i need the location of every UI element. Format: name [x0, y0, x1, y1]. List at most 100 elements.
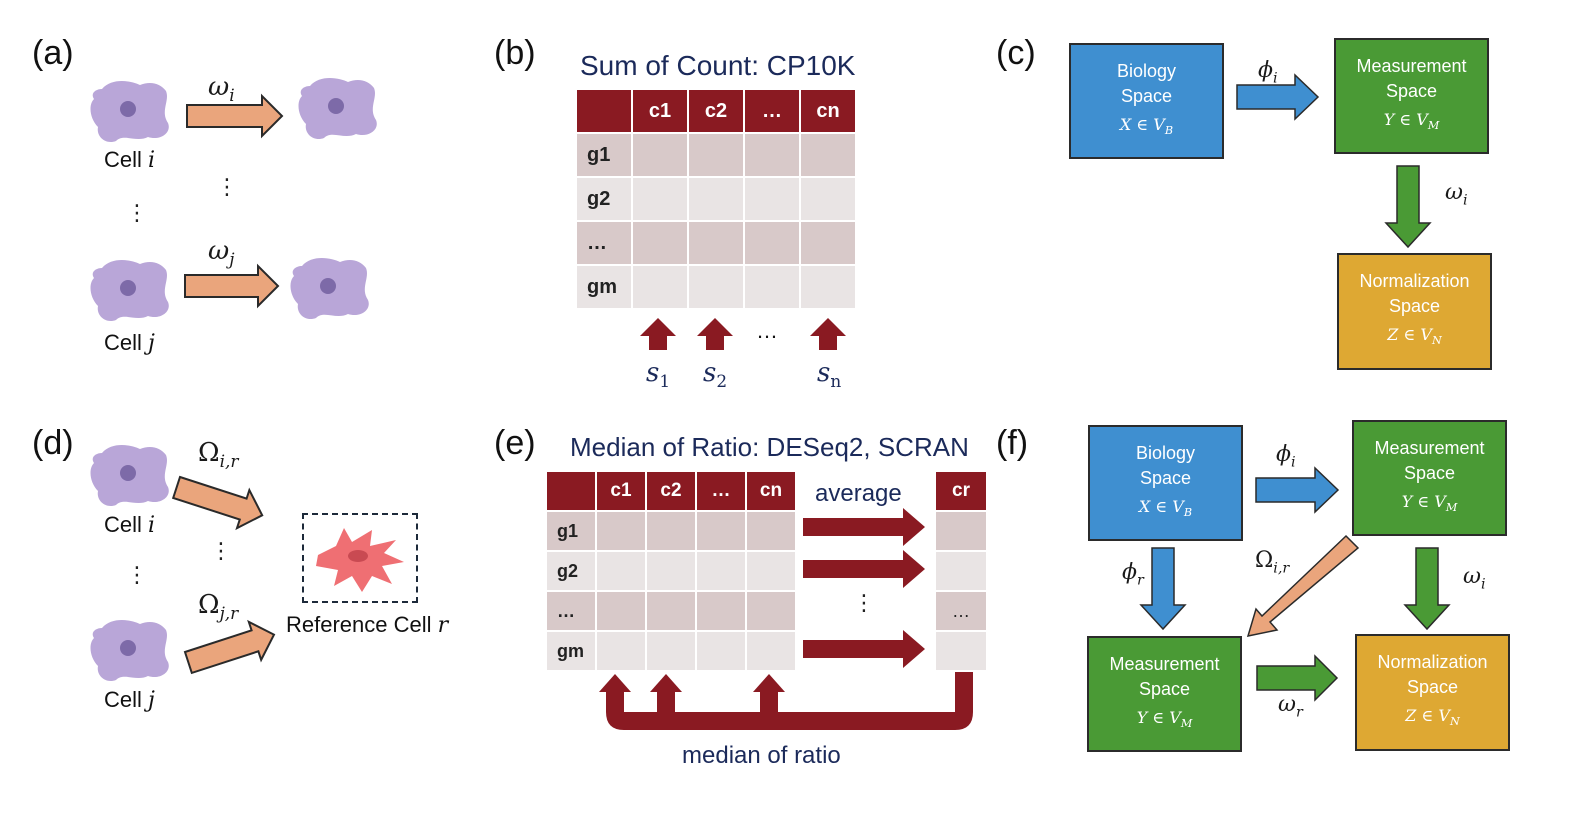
average-arrow-2 [803, 550, 925, 588]
cell-j-d-icon [90, 620, 169, 682]
f-normalization-space-box: Normalization Space Z ∈ VN [1355, 634, 1510, 751]
b-row-label: g1 [575, 132, 633, 178]
b-col-header: c2 [687, 88, 745, 134]
f-arrow-phi-r [1139, 547, 1187, 631]
e-ref-cell [934, 550, 988, 592]
e-ref-col-header: cr [934, 470, 988, 512]
b-count-table: c1 c2 … cn g1 g2 … gm [575, 88, 857, 310]
cell-i-target-icon [298, 78, 377, 140]
f-omega-r-label: ωr [1278, 692, 1303, 721]
d-Omega-jr-label: Ωj,r [198, 590, 239, 624]
d-Omega-ir-label: Ωi,r [198, 438, 239, 472]
table-row: g2 [575, 176, 857, 222]
b-row-label: g2 [575, 176, 633, 222]
e-ref-cell: … [934, 590, 988, 632]
arrow-Omega-ir [171, 475, 264, 531]
e-ratio-table: c1 c2 … cn g1 g2 … gm [545, 470, 797, 672]
b-col-header: … [743, 88, 801, 134]
panel-label-e: (e) [494, 424, 536, 462]
d-cell-i-label: Cell i [104, 512, 156, 538]
b-corner-cell [575, 88, 633, 134]
f-measurement-space-top-box: Measurement Space Y ∈ VM [1352, 420, 1507, 536]
e-ref-cell [934, 510, 988, 552]
vertical-ellipsis-top: ⋮ [216, 175, 238, 200]
e-col-header: c1 [595, 470, 647, 512]
omega-j-label: ωj [208, 236, 235, 270]
reference-cell-icon [316, 528, 404, 592]
s2-label: s2 [703, 358, 728, 392]
b-col-header: cn [799, 88, 857, 134]
e-col-header: … [695, 470, 747, 512]
arrow-omega-i [186, 93, 284, 139]
c-arrow-phi [1236, 73, 1320, 121]
cell-i-source-icon [90, 81, 169, 143]
b-up-arrows [640, 318, 846, 350]
e-col-header: c2 [645, 470, 697, 512]
reference-cell-frame [302, 513, 418, 603]
f-omega-i-label: ωi [1463, 564, 1486, 593]
d-vertical-ellipsis-top: ⋮ [210, 539, 232, 564]
e-col-header: cn [745, 470, 797, 512]
f-arrow-omega-i [1403, 547, 1451, 631]
table-row: gm [545, 630, 797, 672]
table-row: … [575, 220, 857, 266]
c-arrow-omega [1384, 165, 1432, 249]
median-feedback-loop [599, 670, 973, 730]
s1-label: s1 [646, 358, 671, 392]
s2-up-arrow [697, 318, 733, 350]
e-row-label: g1 [545, 510, 597, 552]
d-vertical-ellipsis-left: ⋮ [126, 563, 148, 588]
table-row: g2 [545, 550, 797, 592]
e-reference-column: cr … [934, 470, 988, 672]
cell-j-label: Cell j [104, 330, 155, 356]
c-normalization-space-box: Normalization Space Z ∈ VN [1337, 253, 1492, 370]
omega-i-label: ωi [208, 72, 235, 106]
e-title: Median of Ratio: DESeq2, SCRAN [570, 432, 969, 462]
table-row: g1 [575, 132, 857, 178]
e-corner-cell [545, 470, 597, 512]
e-row-label: gm [545, 630, 597, 672]
f-biology-space-box: Biology Space X ∈ VB [1088, 425, 1243, 541]
reference-cell-label: Reference Cell r [286, 612, 449, 638]
average-arrow-1 [803, 508, 925, 546]
b-col-header: c1 [631, 88, 689, 134]
f-arrow-omega-r [1256, 654, 1339, 702]
arrow-omega-j [184, 263, 280, 309]
d-cell-j-label: Cell j [104, 687, 155, 713]
f-phi-i-label: ϕi [1276, 442, 1296, 471]
panel-label-d: (d) [32, 424, 74, 462]
table-row: … [545, 590, 797, 632]
panel-label-b: (b) [494, 34, 536, 72]
f-arrow-phi-i [1255, 466, 1340, 514]
median-of-ratio-label: median of ratio [682, 742, 841, 769]
cell-j-source-icon [90, 260, 169, 322]
table-row: g1 [545, 510, 797, 552]
cell-j-target-icon [290, 258, 369, 320]
e-vertical-ellipsis: ⋮ [853, 591, 875, 616]
b-title: Sum of Count: CP10K [580, 50, 856, 81]
f-Omega-ir-label: Ωi,r [1255, 548, 1290, 577]
sn-up-arrow [810, 318, 846, 350]
panel-label-a: (a) [32, 34, 74, 72]
table-row: gm [575, 264, 857, 310]
panel-label-f: (f) [996, 424, 1029, 462]
panel-label-c: (c) [996, 34, 1036, 72]
b-row-label: … [575, 220, 633, 266]
cell-i-label: Cell i [104, 147, 156, 173]
arrow-Omega-jr [183, 619, 276, 675]
e-row-label: … [545, 590, 597, 632]
average-label: average [815, 480, 902, 507]
f-phi-r-label: ϕr [1122, 560, 1144, 589]
e-right-arrows [803, 508, 925, 668]
c-biology-space-box: Biology Space X ∈ VB [1069, 43, 1224, 159]
e-ref-cell [934, 630, 988, 672]
f-measurement-space-bottom-box: Measurement Space Y ∈ VM [1087, 636, 1242, 752]
e-row-label: g2 [545, 550, 597, 592]
vertical-ellipsis-left: ⋮ [126, 201, 148, 226]
b-row-label: gm [575, 264, 633, 310]
f-arrow-Omega [1246, 534, 1360, 637]
s1-up-arrow [640, 318, 676, 350]
c-omega-label: ωi [1445, 180, 1468, 209]
c-measurement-space-box: Measurement Space Y ∈ VM [1334, 38, 1489, 154]
